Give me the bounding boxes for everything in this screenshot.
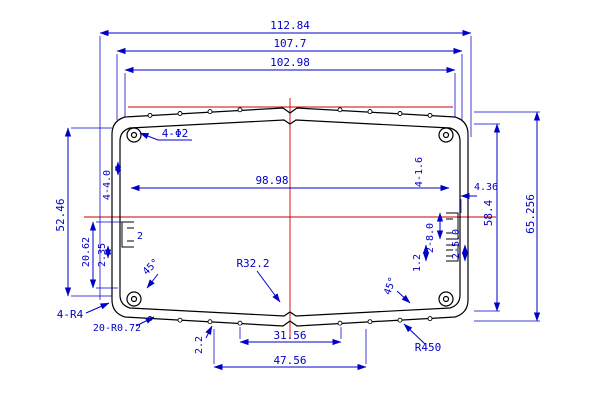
dim-cavity-width: 98.98	[255, 174, 288, 187]
dim-right-ribs: 4-1.6	[414, 157, 425, 187]
corner-boss-bottom-left	[126, 291, 142, 307]
corner-boss-top-left	[126, 127, 142, 143]
dim-outer-width: 107.7	[273, 37, 306, 50]
dim-serration-radius: 20-R0.72	[93, 323, 141, 334]
dim-wall-thickness: 2.2	[194, 336, 205, 354]
dim-left-slot-span: 20.62	[81, 237, 92, 267]
centerlines	[84, 98, 496, 338]
dim-slot-width: 2	[137, 231, 143, 242]
inner-contour	[119, 119, 461, 317]
corner-boss-top-right	[438, 127, 454, 143]
dim-bottom-outer-width: 47.56	[273, 354, 306, 367]
dim-right-height: 58.4	[482, 199, 495, 226]
profile-outline	[111, 107, 469, 327]
dimension-labels: 112.84 107.7 102.98 98.98 4-Φ2 52.46 20.…	[54, 19, 537, 367]
dim-overall-height: 65.256	[524, 194, 537, 234]
dim-right-offset: 4.36	[474, 182, 498, 193]
right-slot-channel-b	[446, 244, 459, 262]
dim-right-slot-gap: 1.2	[412, 254, 423, 272]
dim-bottom-inner-width: 31.56	[273, 329, 306, 342]
dim-left-ribs: 4-4.0	[102, 170, 113, 200]
dim-left-slot-offset: 2.35	[97, 243, 108, 267]
dim-chamfer-left: 45°	[141, 257, 162, 278]
dim-bottom-radius: R32.2	[236, 257, 269, 270]
dimension-lines	[64, 29, 541, 371]
dim-chamfer-right: 45°	[382, 276, 399, 297]
outer-contour	[111, 107, 469, 327]
dim-bottom-face-radius: R450	[415, 341, 442, 354]
dim-overall-width: 112.84	[270, 19, 310, 32]
dim-mid-width: 102.98	[270, 56, 310, 69]
right-slot-channel-a	[446, 212, 459, 240]
corner-boss-bottom-right	[438, 291, 454, 307]
dim-left-height: 52.46	[54, 198, 67, 231]
left-slot-channel	[121, 221, 134, 248]
dim-right-slot-a: 2-8.0	[425, 223, 436, 253]
dim-right-slot-b: 2-5.0	[451, 229, 462, 259]
dim-corner-radius: 4-R4	[57, 308, 84, 321]
dim-corner-holes: 4-Φ2	[162, 127, 189, 140]
extension-lines	[71, 36, 540, 364]
